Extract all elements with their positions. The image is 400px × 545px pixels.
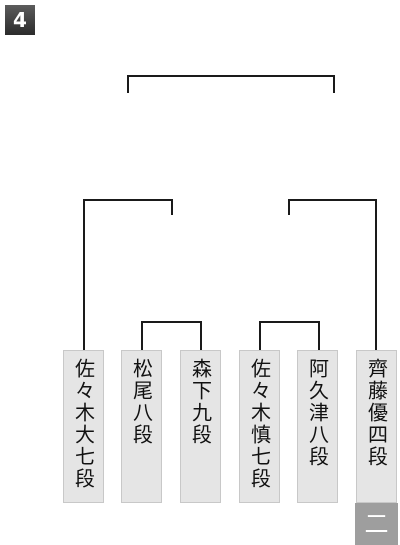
bracket-round1-right-stem-b (318, 321, 320, 350)
player-card-3: 森下九段 (180, 350, 221, 503)
bracket-right-semi-horizontal (288, 199, 377, 201)
bracket-left-semi-player-stem (83, 199, 85, 350)
bracket-round1-right-stem-a (259, 321, 261, 350)
block-number-badge: 4 (5, 5, 35, 35)
player-name: 佐々木慎七段 (247, 358, 272, 490)
bracket-final-horizontal (127, 75, 335, 77)
player-card-4: 佐々木慎七段 (239, 350, 280, 503)
result-badge: 二 (355, 503, 398, 545)
player-name: 佐々木大七段 (71, 358, 96, 490)
bracket-left-semi-horizontal (83, 199, 173, 201)
bracket-final-left-drop (127, 75, 129, 93)
bracket-final-right-drop (333, 75, 335, 93)
player-name: 齊藤優四段 (364, 358, 389, 468)
player-name: 阿久津八段 (305, 358, 330, 468)
bracket-round1-left-horizontal (141, 321, 202, 323)
player-card-5: 阿久津八段 (297, 350, 338, 503)
player-card-2: 松尾八段 (121, 350, 162, 503)
bracket-left-semi-match-stem (171, 199, 173, 215)
bracket-round1-right-horizontal (259, 321, 320, 323)
player-card-1: 佐々木大七段 (63, 350, 104, 503)
bracket-right-semi-player-stem (375, 199, 377, 350)
player-name: 森下九段 (188, 358, 213, 446)
player-name: 松尾八段 (129, 358, 154, 446)
bracket-right-semi-match-stem (288, 199, 290, 215)
bracket-round1-left-stem-b (200, 321, 202, 350)
bracket-round1-left-stem-a (141, 321, 143, 350)
player-card-6: 齊藤優四段 (356, 350, 397, 503)
